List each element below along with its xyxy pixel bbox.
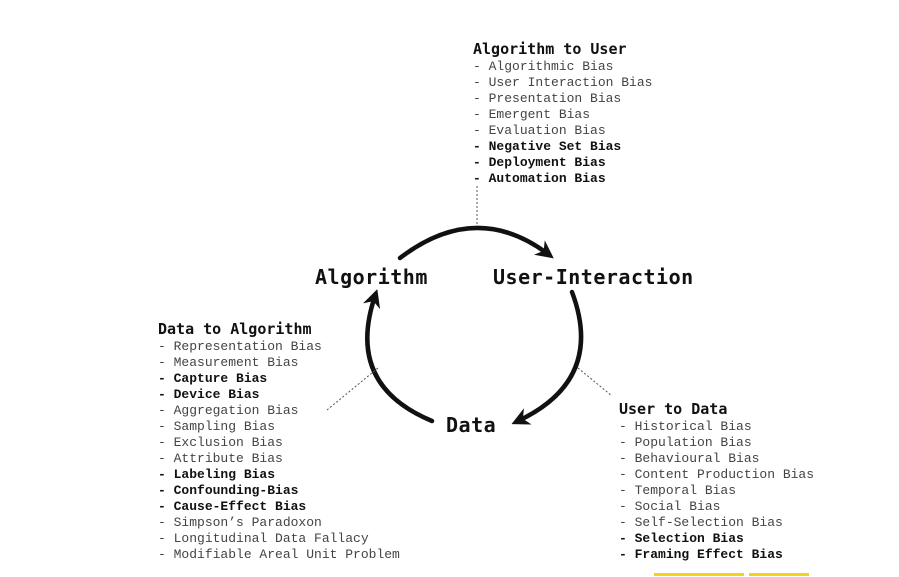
arrow-algorithm-to-user	[397, 225, 554, 261]
bias-item: Sampling Bias	[158, 419, 400, 435]
bias-list-user-to-data: Historical BiasPopulation BiasBehavioura…	[619, 419, 814, 563]
bias-item: Aggregation Bias	[158, 403, 400, 419]
bias-item: Measurement Bias	[158, 355, 400, 371]
bias-list-algorithm-to-user: Algorithmic BiasUser Interaction BiasPre…	[473, 59, 653, 187]
bias-item: Attribute Bias	[158, 451, 400, 467]
node-data: Data	[446, 413, 497, 437]
bias-item: User Interaction Bias	[473, 75, 653, 91]
bias-item: Simpson’s Paradoxon	[158, 515, 400, 531]
bias-list-data-to-algorithm: Representation BiasMeasurement BiasCaptu…	[158, 339, 400, 563]
bias-item: Population Bias	[619, 435, 814, 451]
bias-item: Emergent Bias	[473, 107, 652, 123]
bias-item: Historical Bias	[619, 419, 814, 435]
group-algorithm-to-user: Algorithm to User Algorithmic BiasUser I…	[473, 40, 652, 187]
bias-item: Algorithmic Bias	[473, 59, 652, 75]
group-title-data-to-algorithm: Data to Algorithm	[158, 320, 312, 338]
node-algorithm: Algorithm	[315, 265, 428, 289]
bias-item: Framing Effect Bias	[619, 547, 814, 563]
bias-item: Confounding-Bias	[158, 483, 400, 499]
bias-item: Representation Bias	[158, 339, 400, 355]
group-title-algorithm-to-user: Algorithm to User	[473, 40, 627, 58]
bias-item: Negative Set Bias	[473, 139, 652, 155]
group-title-user-to-data: User to Data	[619, 400, 728, 418]
highlight-mark-1	[654, 573, 744, 576]
bias-item: Exclusion Bias	[158, 435, 400, 451]
bias-item: Presentation Bias	[473, 91, 652, 107]
bias-item: Behavioural Bias	[619, 451, 814, 467]
bias-item: Device Bias	[158, 387, 400, 403]
bias-item: Longitudinal Data Fallacy	[158, 531, 400, 547]
group-data-to-algorithm: Data to Algorithm Representation BiasMea…	[158, 320, 400, 563]
bias-item: Modifiable Areal Unit Problem	[158, 547, 400, 563]
bias-item: Self-Selection Bias	[619, 515, 814, 531]
highlight-mark-2	[749, 573, 809, 576]
bias-item: Deployment Bias	[473, 155, 652, 171]
arrow-user-to-data	[511, 289, 584, 425]
group-user-to-data: User to Data Historical BiasPopulation B…	[619, 400, 814, 563]
bias-item: Temporal Bias	[619, 483, 814, 499]
node-user-interaction: User-Interaction	[493, 265, 694, 289]
bias-item: Cause-Effect Bias	[158, 499, 400, 515]
bias-item: Evaluation Bias	[473, 123, 652, 139]
bias-item: Social Bias	[619, 499, 814, 515]
bias-item: Content Production Bias	[619, 467, 814, 483]
connector-user-to-data	[577, 367, 613, 397]
bias-item: Automation Bias	[473, 171, 652, 187]
bias-item: Selection Bias	[619, 531, 814, 547]
bias-item: Capture Bias	[158, 371, 400, 387]
bias-item: Labeling Bias	[158, 467, 400, 483]
